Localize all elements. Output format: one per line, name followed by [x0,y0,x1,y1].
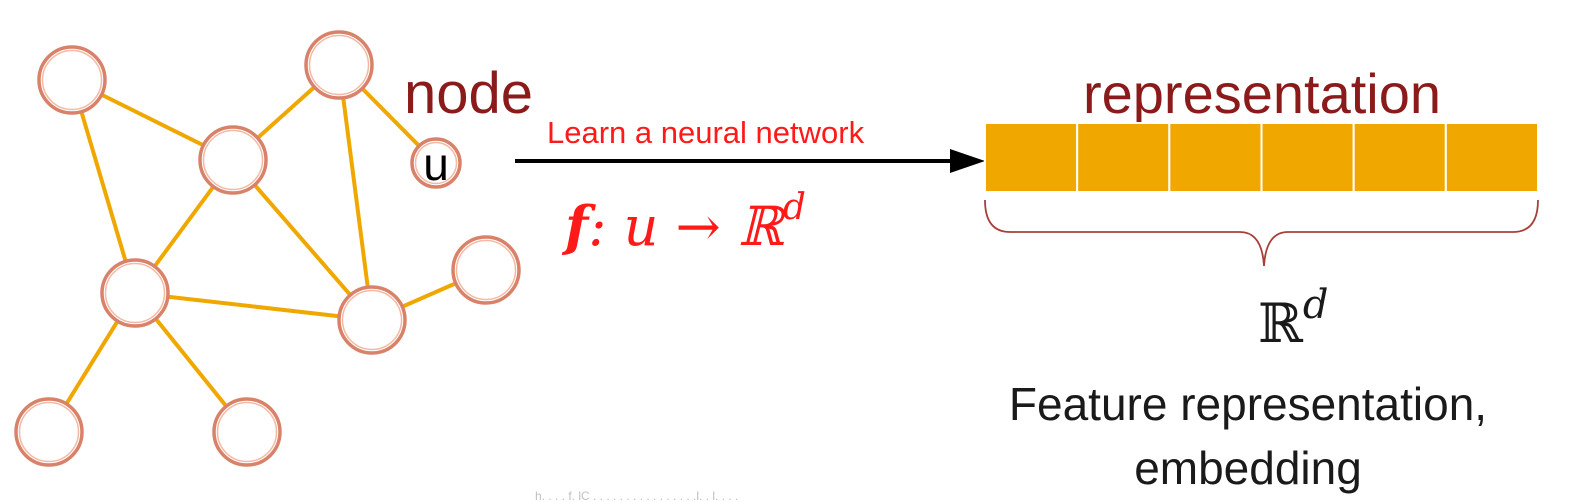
embedding-brace [984,199,1539,267]
edge [337,63,374,322]
embedding-cell [1076,122,1171,193]
rd-main: ℝ [1258,292,1304,355]
embedding-cell [984,122,1079,193]
embedding-vector [984,122,1539,193]
graph-node[interactable] [14,397,84,467]
graph-node-u[interactable] [410,137,462,189]
embedding-cell [1352,122,1447,193]
mapping-arrow [515,149,985,173]
embedding-cell [1168,122,1263,193]
edge [231,158,374,322]
embedding-cell [1444,122,1539,193]
graph-node[interactable] [100,258,170,328]
feature-line-1: Feature representation, [1009,378,1487,430]
graph-nodes [14,30,521,467]
edge [70,78,137,295]
node-u-label: u [423,138,449,190]
node-heading: node [404,61,533,126]
graph-node[interactable] [198,125,268,195]
function-mapping: : u → ℝ [588,195,786,258]
arrow-caption: Learn a neural network [547,115,865,150]
representation-heading: representation [1083,62,1441,125]
graph-node[interactable] [304,30,374,100]
rd-label: ℝd [1258,282,1329,355]
footer-text: h. . . . f. lC . . . . . . . . . . . . .… [535,489,738,502]
graph-node[interactable] [451,235,521,305]
feature-line-2: embedding [1134,442,1362,494]
embedding-cell [1260,122,1355,193]
graph-node[interactable] [337,285,407,355]
graph-node[interactable] [37,45,107,115]
graph-node[interactable] [212,397,282,467]
edge [133,291,374,322]
function-formula: f: u → ℝd [561,187,806,258]
rd-superscript: d [1303,282,1329,328]
function-dimension: d [783,187,806,228]
